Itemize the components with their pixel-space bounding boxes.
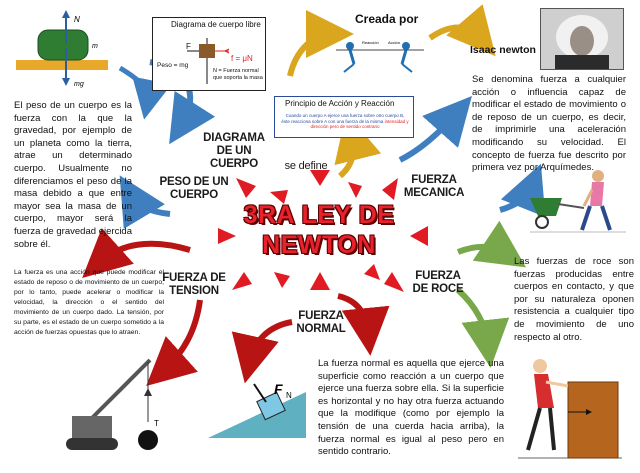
newton-portrait	[540, 8, 624, 70]
roce-text: Las fuerzas de roce son fuerzas producid…	[514, 256, 634, 343]
normal-text: La fuerza normal es aquella que ejerce u…	[318, 358, 504, 458]
principio-body: Cuando un cuerpo A ejerce una fuerza sob…	[281, 113, 409, 129]
isaac-newton-label: Isaac newton	[470, 44, 536, 56]
arrow-to-mecanica-text	[398, 96, 472, 163]
weight-figure: N m mg	[16, 10, 108, 88]
label-peso: PESO DE UN CUERPO	[159, 176, 229, 201]
label-roce: FUERZA DE ROCE	[412, 270, 464, 295]
arrow-to-normal-text	[337, 293, 390, 356]
free-body-box: Diagrama de cuerpo libre F Peso = mg f =…	[152, 17, 266, 91]
crane-figure: T	[66, 358, 159, 450]
principio-box: Principio de Acción y Reacción Cuando un…	[274, 96, 414, 138]
label-normal: FUERZA NORMAL	[296, 310, 346, 335]
fn-label: F	[274, 381, 283, 397]
arrow-to-box-pusher	[455, 287, 510, 368]
arrow-to-wheelbarrow	[499, 163, 546, 218]
friction-label: f = μN	[231, 54, 253, 63]
peso-label: Peso = mg	[157, 62, 189, 69]
m-label: m	[92, 43, 98, 50]
label-diagrama: DIAGRAMA DE UN CUERPO	[203, 132, 265, 170]
arrow-to-principio	[334, 112, 382, 179]
reaccion-label: Reacción	[362, 40, 379, 45]
red-star-arrows	[218, 170, 428, 292]
peso-text: El peso de un cuerpo es la fuerza con la…	[14, 100, 132, 250]
label-tension: FUERZA DE TENSION	[162, 272, 226, 297]
arrow-to-tension-text	[82, 228, 191, 279]
arrow-to-incline	[231, 319, 293, 384]
arrow-to-crane	[146, 299, 203, 387]
incline-figure: F N	[208, 381, 306, 438]
mecanica-text: Se denomina fuerza a cualquier acción o …	[472, 74, 626, 174]
principio-title: Principio de Acción y Reacción	[285, 99, 395, 108]
creada-por-label: Creada por	[355, 12, 419, 26]
n-label: N	[74, 15, 80, 24]
main-title: 3RA LEY DE NEWTON	[243, 201, 395, 259]
accion-label: Acción	[388, 40, 400, 45]
fn-sub-label: N	[286, 391, 292, 400]
label-se-define: se define	[284, 160, 328, 172]
tension-text: La fuerza es una acción que puede modifi…	[14, 269, 164, 336]
label-mecanica: FUERZA MECANICA	[403, 174, 465, 199]
wheelbarrow-figure	[530, 170, 626, 233]
normal-label: N = Fuerza normal que soporta la masa	[213, 68, 263, 81]
f-label: F	[186, 42, 191, 51]
t-label: T	[154, 419, 159, 428]
arrow-to-roce-text	[456, 220, 526, 268]
tug-of-war-figure: Reacción Acción	[336, 40, 424, 73]
free-body-title: Diagrama de cuerpo libre	[171, 20, 261, 29]
arrow-to-isaac	[428, 4, 496, 57]
arrow-to-peso-text	[119, 175, 171, 229]
arrow-to-creada	[287, 10, 354, 77]
arrow-to-cart	[118, 65, 172, 120]
box-pusher-figure	[518, 359, 622, 459]
mg-label: mg	[74, 81, 84, 88]
